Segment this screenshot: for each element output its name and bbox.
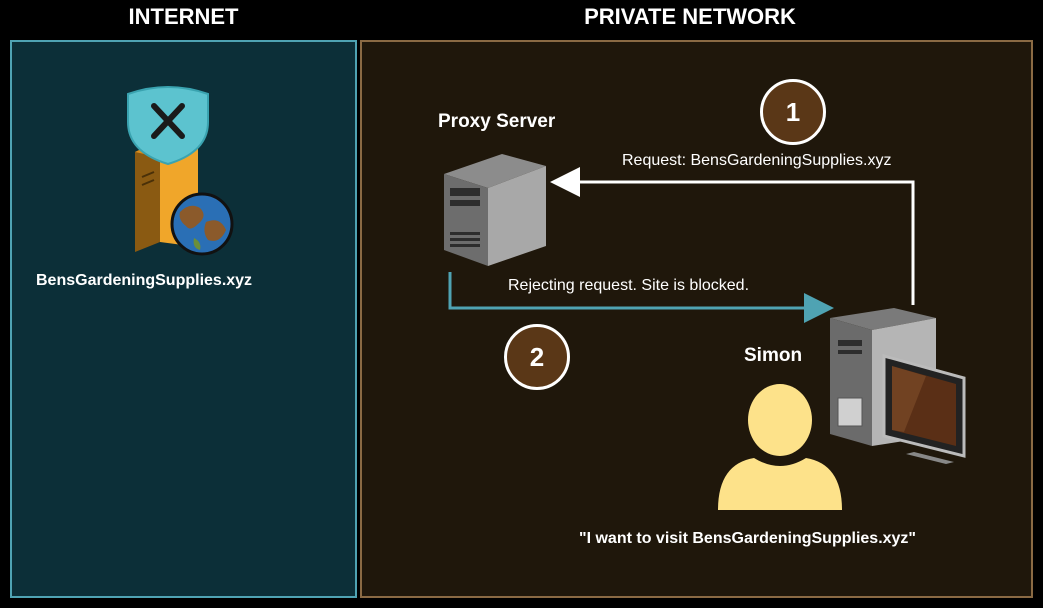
- blocked-website-icon: [127, 86, 234, 256]
- step-2-text: Rejecting request. Site is blocked.: [508, 277, 750, 294]
- person-body: [718, 458, 842, 510]
- step-2-badge: 2: [504, 324, 570, 390]
- proxy-side-face: [488, 166, 546, 266]
- person-icon: [718, 384, 842, 510]
- private-network-zone-title: PRIVATE NETWORK: [584, 4, 796, 29]
- desktop-computer-icon: [830, 308, 966, 464]
- internet-zone-title: INTERNET: [128, 4, 239, 29]
- request-arrow: [550, 167, 915, 305]
- blocked-website-label: BensGardeningSupplies.xyz: [36, 272, 253, 289]
- user-name-label: Simon: [744, 345, 803, 366]
- shield-icon: [127, 86, 209, 166]
- user-quote: "I want to visit BensGardeningSupplies.x…: [579, 530, 917, 547]
- person-head: [748, 384, 812, 456]
- step-1-badge: 1: [760, 79, 826, 145]
- reject-arrow: [448, 272, 834, 323]
- proxy-server-icon: [444, 154, 546, 266]
- proxy-server-label: Proxy Server: [438, 111, 556, 132]
- step-1-text: Request: BensGardeningSupplies.xyz: [622, 152, 892, 169]
- server-side-face: [135, 140, 160, 252]
- proxy-front-face: [444, 174, 488, 266]
